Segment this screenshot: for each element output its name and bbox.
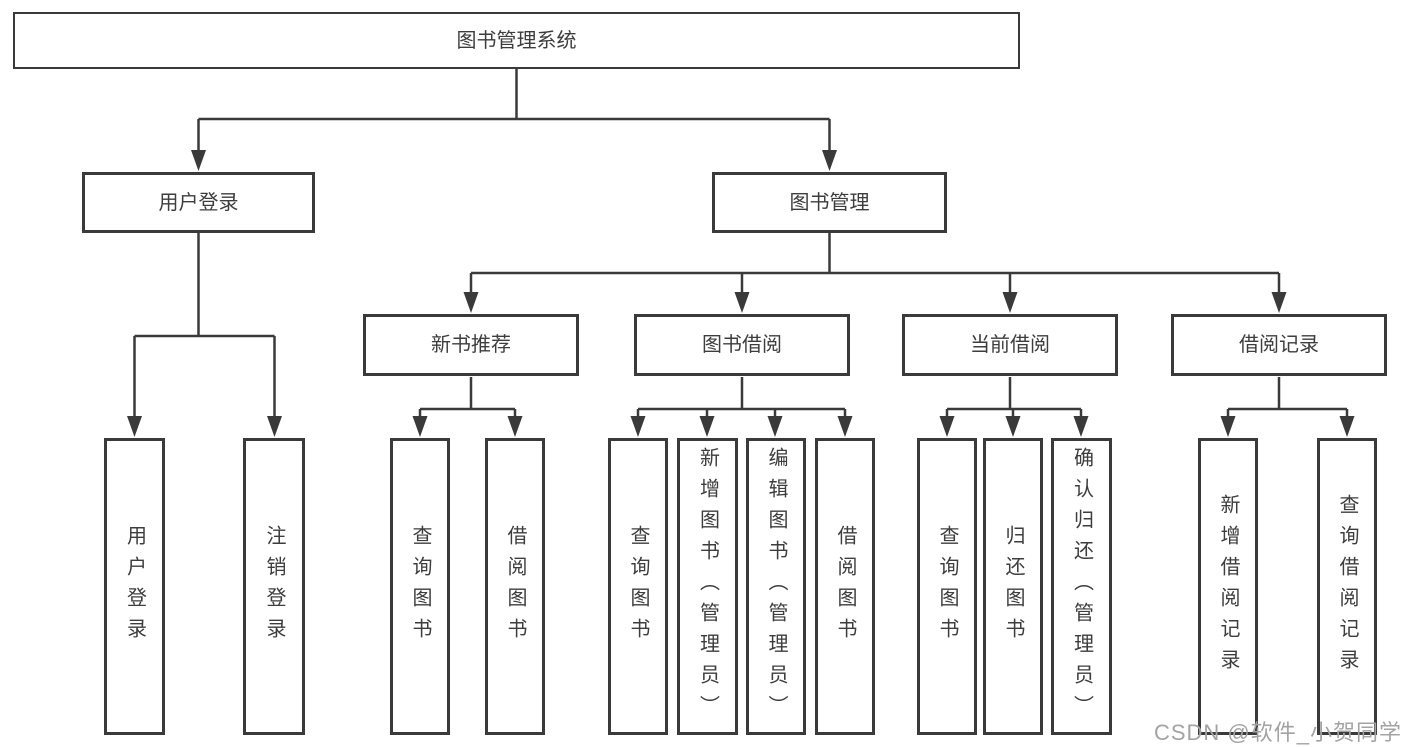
arrow-heads bbox=[127, 150, 1355, 437]
node-book-management-label: 图书管理 bbox=[789, 191, 870, 214]
node-borrowing-records: 借阅记录 bbox=[1171, 314, 1387, 376]
watermark-text: CSDN @软件_小贺同学 bbox=[1153, 720, 1402, 745]
node-current-borrowing-label: 当前借阅 bbox=[970, 334, 1050, 356]
leaf-return-books: 归还图书 bbox=[983, 438, 1043, 735]
leaf-borrowing-borrow-books: 借阅图书 bbox=[815, 438, 875, 735]
leaf-recommend-borrow-books-label: 借阅图书 bbox=[504, 524, 526, 649]
leaf-borrowing-borrow-books-label: 借阅图书 bbox=[834, 524, 856, 649]
connector-paths bbox=[133, 69, 1349, 423]
leaf-edit-books-admin-label: 编辑图书（管理员） bbox=[765, 447, 787, 726]
node-current-borrowing: 当前借阅 bbox=[902, 314, 1118, 376]
leaf-add-borrow-record: 新增借阅记录 bbox=[1198, 438, 1258, 735]
leaf-return-books-label: 归还图书 bbox=[1002, 524, 1024, 649]
leaf-add-books-admin-label: 新增图书（管理员） bbox=[696, 447, 719, 726]
leaf-confirm-return-admin-label: 确认归还（管理员） bbox=[1070, 447, 1093, 726]
leaf-borrowing-query-books: 查询图书 bbox=[608, 438, 668, 735]
node-user-login-label: 用户登录 bbox=[158, 191, 239, 214]
node-new-book-recommendation-label: 新书推荐 bbox=[431, 334, 511, 356]
node-library-system: 图书管理系统 bbox=[13, 12, 1020, 69]
leaf-confirm-return-admin: 确认归还（管理员） bbox=[1051, 438, 1112, 735]
node-book-borrowing: 图书借阅 bbox=[634, 314, 850, 376]
leaf-current-query-books-label: 查询图书 bbox=[936, 524, 958, 649]
leaf-user-login-label: 用户登录 bbox=[123, 524, 146, 649]
leaf-query-borrow-record-label: 查询借阅记录 bbox=[1336, 493, 1358, 680]
leaf-add-borrow-record-label: 新增借阅记录 bbox=[1217, 493, 1239, 680]
leaf-recommend-query-books: 查询图书 bbox=[390, 438, 450, 735]
leaf-recommend-query-books-label: 查询图书 bbox=[409, 524, 431, 649]
node-new-book-recommendation: 新书推荐 bbox=[363, 314, 579, 376]
node-borrowing-records-label: 借阅记录 bbox=[1239, 334, 1319, 356]
node-user-login: 用户登录 bbox=[82, 172, 315, 233]
node-book-management: 图书管理 bbox=[712, 172, 947, 233]
leaf-borrowing-query-books-label: 查询图书 bbox=[627, 524, 649, 649]
leaf-user-login: 用户登录 bbox=[104, 438, 165, 735]
leaf-logout: 注销登录 bbox=[243, 438, 305, 735]
leaf-edit-books-admin: 编辑图书（管理员） bbox=[746, 438, 806, 735]
leaf-add-books-admin: 新增图书（管理员） bbox=[677, 438, 738, 735]
leaf-query-borrow-record: 查询借阅记录 bbox=[1317, 438, 1377, 735]
leaf-recommend-borrow-books: 借阅图书 bbox=[485, 438, 545, 735]
leaf-current-query-books: 查询图书 bbox=[917, 438, 977, 735]
node-book-borrowing-label: 图书借阅 bbox=[702, 334, 782, 356]
leaf-logout-label: 注销登录 bbox=[263, 524, 285, 649]
node-library-system-label: 图书管理系统 bbox=[456, 29, 577, 52]
